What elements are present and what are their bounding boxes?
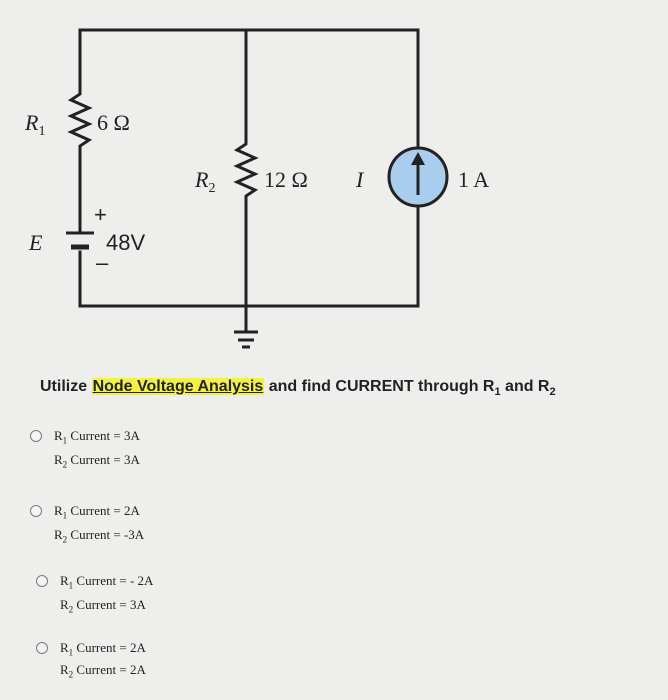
option-r-label: R <box>54 527 63 542</box>
option-line-r2: R2 Current = 3A <box>54 452 140 470</box>
option-r-sub: 2 <box>62 534 68 545</box>
option-r-label: R <box>60 640 69 655</box>
radio-button[interactable] <box>36 575 48 587</box>
answer-option-1[interactable]: R1 Current = 3A R2 Current = 3A <box>30 428 230 472</box>
circuit-diagram: R1 6 Ω R2 12 Ω I 1 A E 48V + – <box>24 28 489 349</box>
source-value: 1 A <box>458 167 489 192</box>
option-line-r2: R2 Current = -3A <box>54 527 144 545</box>
option-r-sub: 1 <box>62 435 68 446</box>
option-r-sub: 2 <box>68 669 74 680</box>
option-r1-current: Current = 2A <box>73 640 146 655</box>
option-line-r2: R2 Current = 2A <box>60 662 146 680</box>
option-r1-current: Current = - 2A <box>73 573 154 588</box>
option-r-label: R <box>60 662 69 677</box>
r1-sub: 1 <box>38 124 45 139</box>
ground-icon <box>234 330 258 349</box>
option-r2-current: Current = 3A <box>73 597 146 612</box>
radio-button[interactable] <box>30 430 42 442</box>
option-r1-current: Current = 2A <box>67 503 140 518</box>
r2-value: 12 Ω <box>264 167 308 192</box>
question-sub2: 2 <box>549 386 556 399</box>
svg-text:R2: R2 <box>194 167 215 196</box>
question-prefix: Utilize <box>40 378 92 395</box>
option-line-r2: R2 Current = 3A <box>60 597 146 615</box>
r1-label: R <box>24 110 39 135</box>
radio-button[interactable] <box>36 642 48 654</box>
option-r-label: R <box>60 573 69 588</box>
option-r1-current: Current = 3A <box>67 428 140 443</box>
question-sub1: 1 <box>494 386 501 399</box>
option-r2-current: Current = -3A <box>67 527 145 542</box>
battery-label: E <box>28 230 43 255</box>
battery-plus: + <box>94 202 107 227</box>
battery-value: 48V <box>106 230 145 255</box>
option-r-sub: 2 <box>68 604 74 615</box>
option-r-label: R <box>60 597 69 612</box>
option-r2-current: Current = 3A <box>67 452 140 467</box>
option-r-sub: 2 <box>62 459 68 470</box>
source-arrow-head <box>411 152 425 165</box>
option-r-sub: 1 <box>68 647 74 658</box>
highlighted-method: Node Voltage Analysis <box>91 378 265 395</box>
source-symbol: I <box>355 167 365 192</box>
answer-option-3[interactable]: R1 Current = - 2A R2 Current = 3A <box>36 573 236 617</box>
option-r-label: R <box>54 452 63 467</box>
option-r-label: R <box>54 428 63 443</box>
battery-minus: – <box>96 250 109 275</box>
option-line-r1: R1 Current = - 2A <box>60 573 153 591</box>
answer-option-2[interactable]: R1 Current = 2A R2 Current = -3A <box>30 503 230 547</box>
radio-button[interactable] <box>30 505 42 517</box>
r2-label: R <box>194 167 209 192</box>
resistor-r1 <box>67 88 93 152</box>
option-line-r1: R1 Current = 3A <box>54 428 140 446</box>
r2-sub: 2 <box>208 181 215 196</box>
answer-option-4[interactable]: R1 Current = 2A R2 Current = 2A <box>36 640 236 684</box>
option-r2-current: Current = 2A <box>73 662 146 677</box>
r1-value: 6 Ω <box>97 110 130 135</box>
question-and: and R <box>500 378 550 395</box>
option-r-sub: 1 <box>62 510 68 521</box>
svg-text:R1: R1 <box>24 110 45 139</box>
resistor-r2 <box>233 138 259 202</box>
question-suffix: and find CURRENT through R <box>264 378 495 395</box>
option-r-label: R <box>54 503 63 518</box>
option-line-r1: R1 Current = 2A <box>54 503 140 521</box>
option-r-sub: 1 <box>68 580 74 591</box>
question-text: Utilize Node Voltage Analysis and find C… <box>40 378 660 398</box>
option-line-r1: R1 Current = 2A <box>60 640 146 658</box>
